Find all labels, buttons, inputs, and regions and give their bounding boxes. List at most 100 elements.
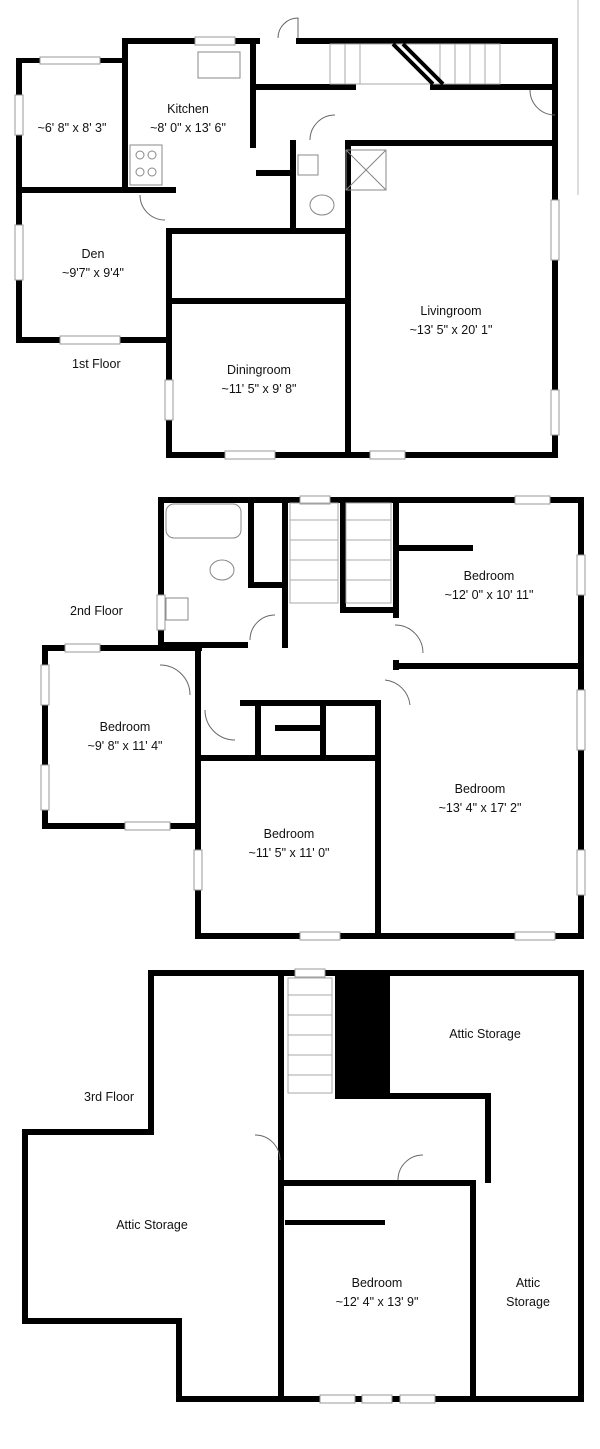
bath-south-wall xyxy=(158,642,248,648)
stair-south-wall xyxy=(256,84,356,90)
entry-door-icon xyxy=(277,17,299,39)
bedroom-e-size: ~13' 4" x 17' 2" xyxy=(439,801,522,815)
closet-wall xyxy=(248,498,254,588)
kitchen-west-wall xyxy=(122,38,128,193)
window xyxy=(193,849,203,891)
window xyxy=(576,554,586,596)
west-wall xyxy=(22,1129,28,1323)
bath-sink-icon xyxy=(165,597,189,621)
house-north-wall xyxy=(296,38,558,44)
door-icon xyxy=(254,1134,281,1161)
window xyxy=(514,495,551,505)
bedroom-ne-name: Bedroom xyxy=(464,569,515,583)
kitchen-name: Kitchen xyxy=(167,102,209,116)
porch-west-wall xyxy=(16,58,22,343)
center-west-wall xyxy=(278,976,284,1402)
door-icon xyxy=(384,679,411,706)
dining-north-wall xyxy=(166,298,346,304)
door-icon xyxy=(159,664,191,696)
window xyxy=(361,1394,393,1404)
window xyxy=(550,389,560,436)
window xyxy=(14,94,24,136)
bedroom-north-wall xyxy=(280,1180,475,1186)
bedroom-w-size: ~9' 8" x 11' 4" xyxy=(88,739,163,753)
bath-west-wall xyxy=(158,498,164,648)
window xyxy=(194,36,236,46)
living-west-wall xyxy=(345,140,351,458)
bedroom-west-south-wall xyxy=(42,823,201,829)
porch-den-wall xyxy=(16,187,176,193)
door-icon xyxy=(309,114,336,141)
door-icon xyxy=(204,709,236,741)
window xyxy=(224,450,276,460)
kitchen-north-wall xyxy=(122,38,260,44)
stove-icon xyxy=(129,144,163,186)
attic-storage-w-name: Attic Storage xyxy=(116,1218,188,1232)
bedroom-mid-size: ~11' 5" x 11' 0" xyxy=(249,846,330,860)
hall-north-wall xyxy=(166,228,346,234)
window xyxy=(59,335,121,345)
staircase xyxy=(289,502,392,604)
door-icon xyxy=(397,1154,424,1181)
bedroom-e-name: Bedroom xyxy=(455,782,506,796)
window xyxy=(576,689,586,751)
window xyxy=(64,643,101,653)
toilet-icon xyxy=(309,194,335,216)
stair-east-wall xyxy=(340,498,346,613)
west-upper-wall xyxy=(148,970,154,1135)
floor-label: 1st Floor xyxy=(72,357,121,371)
door-icon xyxy=(139,194,166,221)
bedroom-ne-south-wall xyxy=(393,663,584,669)
west-wall xyxy=(195,650,201,939)
attic-storage-ne-name: Attic Storage xyxy=(449,1027,521,1041)
bedroom-w-name: Bedroom xyxy=(100,720,151,734)
dining-name: Diningroom xyxy=(227,363,291,377)
bedroom-3f-size: ~12' 4" x 13' 9" xyxy=(336,1295,419,1309)
bath-west-wall xyxy=(290,140,296,230)
closet-wall xyxy=(285,1220,385,1225)
living-size: ~13' 5" x 20' 1" xyxy=(410,323,493,337)
stair-south-wall-2 xyxy=(430,84,558,90)
attic-storage-e-name: Attic xyxy=(516,1276,540,1290)
dining-west-wall xyxy=(166,228,172,458)
bedroom-west-wall xyxy=(42,645,48,829)
window xyxy=(294,968,326,978)
window xyxy=(514,931,556,941)
window xyxy=(40,764,50,811)
window xyxy=(319,1394,356,1404)
door-icon xyxy=(394,624,424,654)
property-line xyxy=(577,0,579,195)
bath-sink-icon xyxy=(297,154,319,176)
hall-east-wall xyxy=(485,1093,491,1183)
toilet-icon xyxy=(209,559,235,581)
window xyxy=(369,450,406,460)
den-size: ~9'7" x 9'4" xyxy=(62,266,124,280)
closet-wall xyxy=(275,725,325,731)
stair-west-wall xyxy=(282,498,288,648)
closet-wall xyxy=(248,582,288,588)
closet-wall xyxy=(255,700,261,760)
first-floor-plan: ~6' 8" x 8' 3" Kitchen ~8' 0" x 13' 6" D… xyxy=(14,0,579,460)
window xyxy=(399,1394,436,1404)
second-floor-plan: Bedroom ~12' 0" x 10' 11" Bedroom ~9' 8"… xyxy=(40,495,586,941)
window xyxy=(156,594,166,631)
stair-south-wall xyxy=(340,607,398,613)
kitchen-east-wall xyxy=(250,38,256,148)
den-name: Den xyxy=(82,247,105,261)
hall-south-wall xyxy=(240,700,381,706)
floor-label: 3rd Floor xyxy=(84,1090,134,1104)
third-floor-plan: Attic Storage Attic Storage Bedroom ~12'… xyxy=(22,968,584,1404)
bedroom-west-north-wall xyxy=(42,645,202,651)
window xyxy=(14,224,24,281)
window xyxy=(550,199,560,261)
window xyxy=(299,495,331,505)
north-wall xyxy=(148,970,583,976)
bedroom-ne-west-wall xyxy=(393,498,399,618)
kitchen-size: ~8' 0" x 13' 6" xyxy=(150,121,226,135)
window xyxy=(39,56,101,65)
bedroom-3f-name: Bedroom xyxy=(352,1276,403,1290)
dining-size: ~11' 5" x 9' 8" xyxy=(222,382,297,396)
living-name: Livingroom xyxy=(420,304,481,318)
staircase xyxy=(329,42,501,86)
chimney xyxy=(335,976,390,1098)
